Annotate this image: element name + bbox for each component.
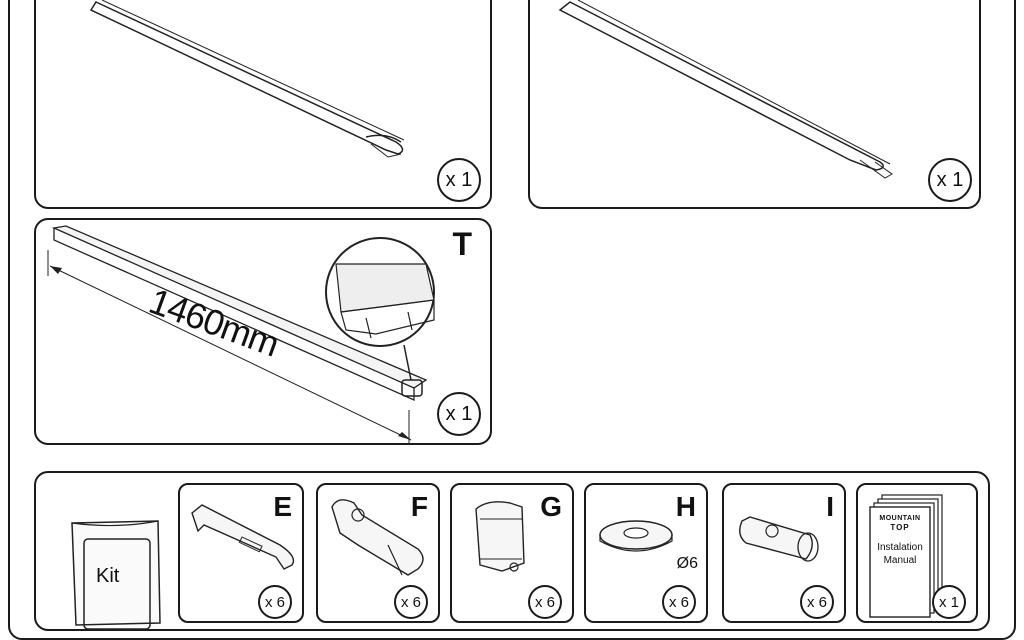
part-h-letter: H: [675, 491, 696, 522]
washer-h-icon: [599, 520, 673, 552]
panel-t-letter: T: [452, 226, 472, 262]
part-panel-g: G x 6: [450, 483, 574, 623]
part-g-quantity: x 6: [528, 585, 562, 619]
part-i-letter: I: [826, 491, 834, 522]
t-profile-illustration: [47, 225, 435, 444]
manual-quantity: x 1: [932, 585, 966, 619]
part-e-quantity: x 6: [258, 585, 292, 619]
part-h-quantity: x 6: [662, 585, 696, 619]
washer-diameter: Ø6: [676, 555, 698, 572]
bracket-e-icon: [191, 504, 295, 570]
plate-g-icon: [475, 501, 525, 572]
part-panel-i: I x 6: [722, 483, 846, 623]
manual-logo-line2: TOP: [890, 523, 910, 532]
part-panel-f: F x 6: [316, 483, 440, 623]
rail-left-quantity: x 1: [437, 158, 481, 202]
rail-panel-left: x 1: [34, 0, 492, 209]
part-i-quantity: x 6: [800, 585, 834, 619]
part-f-quantity: x 6: [394, 585, 428, 619]
nut-i-icon: [739, 516, 819, 562]
manual-title: Instalation Manual: [877, 542, 923, 566]
part-panel-h: H Ø6 x 6: [584, 483, 708, 623]
manual-logo-line1: MOUNTAIN: [879, 515, 921, 522]
manual-stack-icon: [869, 494, 943, 618]
rail-illustration-right: [558, 0, 893, 179]
part-e-letter: E: [273, 491, 292, 522]
panel-t: T 1460mm x 1: [34, 218, 492, 445]
part-panel-manual: MOUNTAIN TOP Instalation Manual x 1: [856, 483, 978, 623]
kit-bag-label: Kit: [96, 565, 120, 587]
clamp-f-icon: [331, 499, 424, 576]
part-f-letter: F: [410, 491, 428, 522]
rail-panel-right: x 1: [528, 0, 981, 209]
part-panel-e: E x 6: [178, 483, 304, 623]
part-g-letter: G: [540, 491, 562, 522]
rail-right-quantity: x 1: [928, 158, 972, 202]
rail-illustration-left: [89, 0, 405, 158]
panel-t-quantity: x 1: [437, 392, 481, 436]
